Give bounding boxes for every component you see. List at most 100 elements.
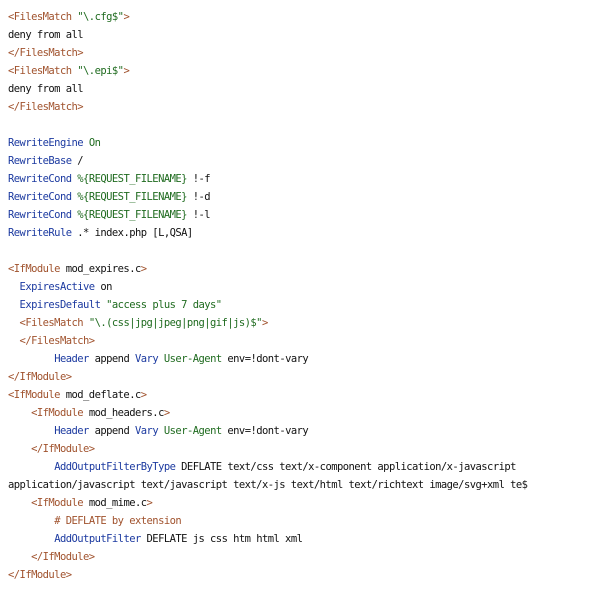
code-line: RewriteRule .* index.php [L,QSA] bbox=[8, 224, 596, 242]
code-token-str: User-Agent bbox=[163, 353, 222, 365]
code-line: application/javascript text/javascript t… bbox=[8, 476, 596, 494]
code-token-tag: <IfModule bbox=[31, 497, 89, 509]
code-line: RewriteEngine On bbox=[8, 134, 596, 152]
code-token-arg bbox=[8, 533, 54, 545]
code-token-arg: append bbox=[88, 353, 136, 365]
code-token-tag: <FilesMatch bbox=[8, 65, 78, 77]
code-line: deny from all bbox=[8, 26, 596, 44]
code-token-arg: / bbox=[71, 155, 84, 167]
code-token-arg: !-f bbox=[186, 173, 211, 185]
code-line: AddOutputFilter DEFLATE js css htm html … bbox=[8, 530, 596, 548]
code-line: </IfModule> bbox=[8, 566, 596, 584]
code-token-arg bbox=[8, 335, 20, 347]
code-token-tag: <IfModule bbox=[31, 407, 89, 419]
code-token-tag: <IfModule bbox=[8, 389, 66, 401]
code-line: ExpiresActive on bbox=[8, 278, 596, 296]
code-token-arg: !-l bbox=[186, 209, 211, 221]
code-token-str: On bbox=[88, 137, 101, 149]
code-token-str: %{REQUEST_FILENAME} bbox=[77, 173, 187, 185]
code-token-tag: > bbox=[261, 317, 268, 329]
code-view: <FilesMatch "\.cfg$">deny from all</File… bbox=[8, 8, 596, 584]
code-token-tag: </IfModule> bbox=[31, 443, 95, 455]
code-line bbox=[8, 242, 596, 260]
code-token-arg: mod_expires.c bbox=[65, 263, 142, 275]
code-token-arg bbox=[8, 443, 31, 455]
code-token-tag: > bbox=[140, 389, 147, 401]
code-token-cmt: # DEFLATE by extension bbox=[54, 515, 182, 527]
code-token-dir: RewriteCond bbox=[8, 173, 72, 185]
code-line: RewriteBase / bbox=[8, 152, 596, 170]
code-line: RewriteCond %{REQUEST_FILENAME} !-d bbox=[8, 188, 596, 206]
code-line: </IfModule> bbox=[8, 440, 596, 458]
code-token-arg: deny from all bbox=[8, 83, 84, 95]
code-token-dir: RewriteCond bbox=[8, 209, 72, 221]
code-token-dir: Vary bbox=[135, 425, 159, 437]
code-token-str: User-Agent bbox=[163, 425, 222, 437]
code-token-tag: <IfModule bbox=[8, 263, 66, 275]
code-token-arg bbox=[8, 515, 54, 527]
code-token-arg: on bbox=[94, 281, 112, 293]
code-token-arg: append bbox=[88, 425, 136, 437]
code-token-tag: </FilesMatch> bbox=[19, 335, 96, 347]
code-token-tag: </IfModule> bbox=[8, 569, 72, 581]
code-line: </IfModule> bbox=[8, 548, 596, 566]
code-line bbox=[8, 116, 596, 134]
code-line: </FilesMatch> bbox=[8, 44, 596, 62]
code-token-dir: RewriteBase bbox=[8, 155, 72, 167]
code-line: Header append Vary User-Agent env=!dont-… bbox=[8, 350, 596, 368]
code-token-dir: ExpiresActive bbox=[19, 281, 96, 293]
code-token-arg: DEFLATE js css htm html xml bbox=[140, 533, 303, 545]
code-token-tag: <FilesMatch bbox=[19, 317, 89, 329]
code-line: # DEFLATE by extension bbox=[8, 512, 596, 530]
code-token-dir: AddOutputFilterByType bbox=[54, 461, 176, 473]
code-token-arg: !-d bbox=[186, 191, 211, 203]
code-token-arg bbox=[8, 497, 31, 509]
code-token-str: %{REQUEST_FILENAME} bbox=[77, 191, 187, 203]
code-line: <IfModule mod_headers.c> bbox=[8, 404, 596, 422]
code-line: RewriteCond %{REQUEST_FILENAME} !-f bbox=[8, 170, 596, 188]
code-token-tag: > bbox=[123, 65, 130, 77]
code-line: deny from all bbox=[8, 80, 596, 98]
code-token-str: "\.epi$" bbox=[77, 65, 124, 77]
code-token-arg: application/javascript text/javascript t… bbox=[8, 479, 528, 491]
code-token-arg bbox=[8, 281, 20, 293]
code-line: </FilesMatch> bbox=[8, 98, 596, 116]
code-token-str: "\.cfg$" bbox=[77, 11, 124, 23]
code-token-arg bbox=[8, 407, 31, 419]
code-token-arg bbox=[8, 425, 54, 437]
code-line: <FilesMatch "\.cfg$"> bbox=[8, 8, 596, 26]
code-token-dir: AddOutputFilter bbox=[54, 533, 141, 545]
code-token-tag: > bbox=[163, 407, 170, 419]
code-token-str: %{REQUEST_FILENAME} bbox=[77, 209, 187, 221]
code-line: <IfModule mod_deflate.c> bbox=[8, 386, 596, 404]
code-token-tag: </FilesMatch> bbox=[8, 47, 84, 59]
code-line: RewriteCond %{REQUEST_FILENAME} !-l bbox=[8, 206, 596, 224]
code-line: Header append Vary User-Agent env=!dont-… bbox=[8, 422, 596, 440]
code-token-arg: .* index.php [L,QSA] bbox=[71, 227, 193, 239]
code-token-arg: mod_headers.c bbox=[88, 407, 165, 419]
code-token-arg bbox=[8, 317, 20, 329]
code-token-tag: > bbox=[146, 497, 153, 509]
code-token-dir: RewriteCond bbox=[8, 191, 72, 203]
code-token-dir: ExpiresDefault bbox=[19, 299, 101, 311]
code-token-tag: > bbox=[140, 263, 147, 275]
code-token-arg: env=!dont-vary bbox=[221, 353, 309, 365]
code-token-arg: env=!dont-vary bbox=[221, 425, 309, 437]
code-token-tag: </FilesMatch> bbox=[8, 101, 84, 113]
code-line: </IfModule> bbox=[8, 368, 596, 386]
code-token-dir: RewriteRule bbox=[8, 227, 72, 239]
code-token-tag: </IfModule> bbox=[8, 371, 72, 383]
code-token-dir: RewriteEngine bbox=[8, 137, 84, 149]
code-token-arg: deny from all bbox=[8, 29, 84, 41]
code-line: <IfModule mod_mime.c> bbox=[8, 494, 596, 512]
code-token-arg: DEFLATE text/css text/x-component applic… bbox=[175, 461, 516, 473]
code-token-arg bbox=[8, 551, 31, 563]
code-token-str: "access plus 7 days" bbox=[106, 299, 222, 311]
code-token-arg: mod_deflate.c bbox=[65, 389, 142, 401]
code-token-dir: Header bbox=[54, 425, 89, 437]
code-token-dir: Vary bbox=[135, 353, 159, 365]
code-token-str: "\.(css|jpg|jpeg|png|gif|js)$" bbox=[88, 317, 263, 329]
code-token-tag: </IfModule> bbox=[31, 551, 95, 563]
code-token-arg bbox=[8, 299, 20, 311]
code-line: ExpiresDefault "access plus 7 days" bbox=[8, 296, 596, 314]
